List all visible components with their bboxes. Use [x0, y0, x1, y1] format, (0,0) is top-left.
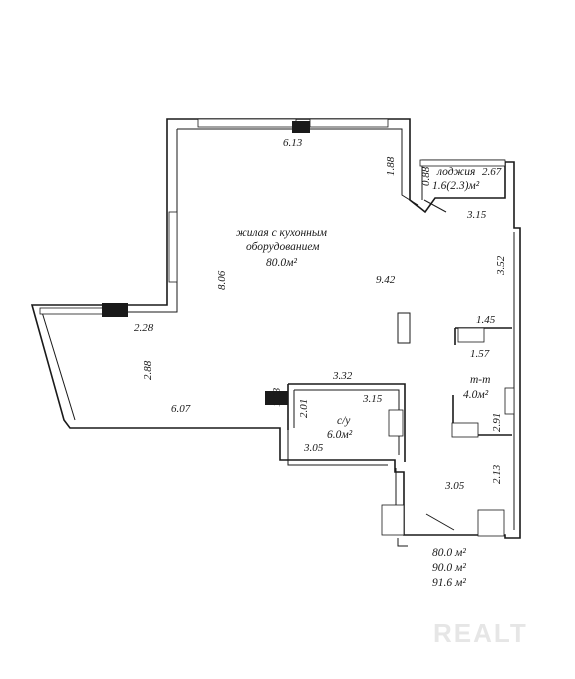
central-column [397, 312, 411, 344]
loggia-label: лоджия [436, 166, 475, 178]
dim-loggia-depth: 0.88 [420, 166, 432, 186]
dim-storage-top: 1.45 [476, 314, 496, 326]
entry-block [381, 504, 405, 536]
area-totals: 80.0 м² 90.0 м² 91.6 м² [432, 546, 466, 591]
total-with-loggia: 91.6 м² [432, 577, 466, 589]
dim-bath-left-inner: 2.01 [298, 399, 310, 418]
dim-left-vertical: 8.06 [216, 270, 228, 290]
entry-block-right [477, 509, 505, 537]
dim-left-wing-height: 2.88 [142, 360, 154, 380]
storage-fixture-bottom [451, 422, 479, 438]
bathroom-area: 6.0м² [327, 429, 353, 441]
dim-bottom-wall: 6.07 [171, 403, 191, 415]
storage-area: 4.0м² [463, 389, 489, 401]
window-top-right [309, 118, 389, 128]
total-general: 90.0 м² [432, 562, 466, 574]
dim-right-upper: 3.52 [495, 255, 507, 276]
bathroom-walls [265, 383, 406, 462]
storage-door [504, 387, 515, 415]
total-living: 80.0 м² [432, 547, 466, 559]
storage-label: т-т [470, 374, 490, 386]
dim-storage-side: 1.57 [470, 348, 490, 360]
living-room-area: 80.0м² [266, 257, 297, 269]
realt-watermark: REALT [433, 618, 528, 648]
storage-walls [451, 327, 515, 438]
dim-center-height: 9.42 [376, 274, 396, 286]
dim-right-mid: 2.91 [491, 413, 503, 432]
pillar-left [102, 303, 128, 317]
dim-loggia-bottom: 3.15 [466, 209, 487, 221]
dim-upper-right-col: 1.88 [385, 156, 397, 176]
loggia-area: 1.6(2.3)м² [432, 180, 480, 192]
living-room-label-1: жилая с кухонным [236, 227, 328, 239]
window-top [197, 118, 297, 128]
dim-right-lower: 2.13 [491, 464, 503, 484]
entry-area [381, 199, 505, 547]
dim-corridor: 3.05 [444, 480, 465, 492]
window-left-wing [39, 307, 106, 315]
dim-loggia-width: 2.67 [482, 166, 502, 178]
dim-bath-left-outer: 1.03 [271, 387, 283, 407]
dim-bath-inner: 3.15 [362, 393, 383, 405]
storage-fixture-top [457, 327, 485, 343]
dim-bath-top: 3.32 [332, 370, 353, 382]
window-loggia [419, 159, 506, 167]
pillar-top [292, 121, 310, 133]
windows [39, 118, 506, 317]
bath-pillar [265, 391, 288, 405]
bathroom-label: с/у [337, 415, 351, 427]
living-room-label-2: оборудованием [246, 241, 320, 253]
dim-top-wall: 6.13 [283, 137, 303, 149]
bath-fixture [388, 409, 404, 437]
dim-left-step: 2.28 [134, 322, 154, 334]
dim-bath-bottom: 3.05 [303, 442, 324, 454]
window-left [168, 211, 178, 283]
